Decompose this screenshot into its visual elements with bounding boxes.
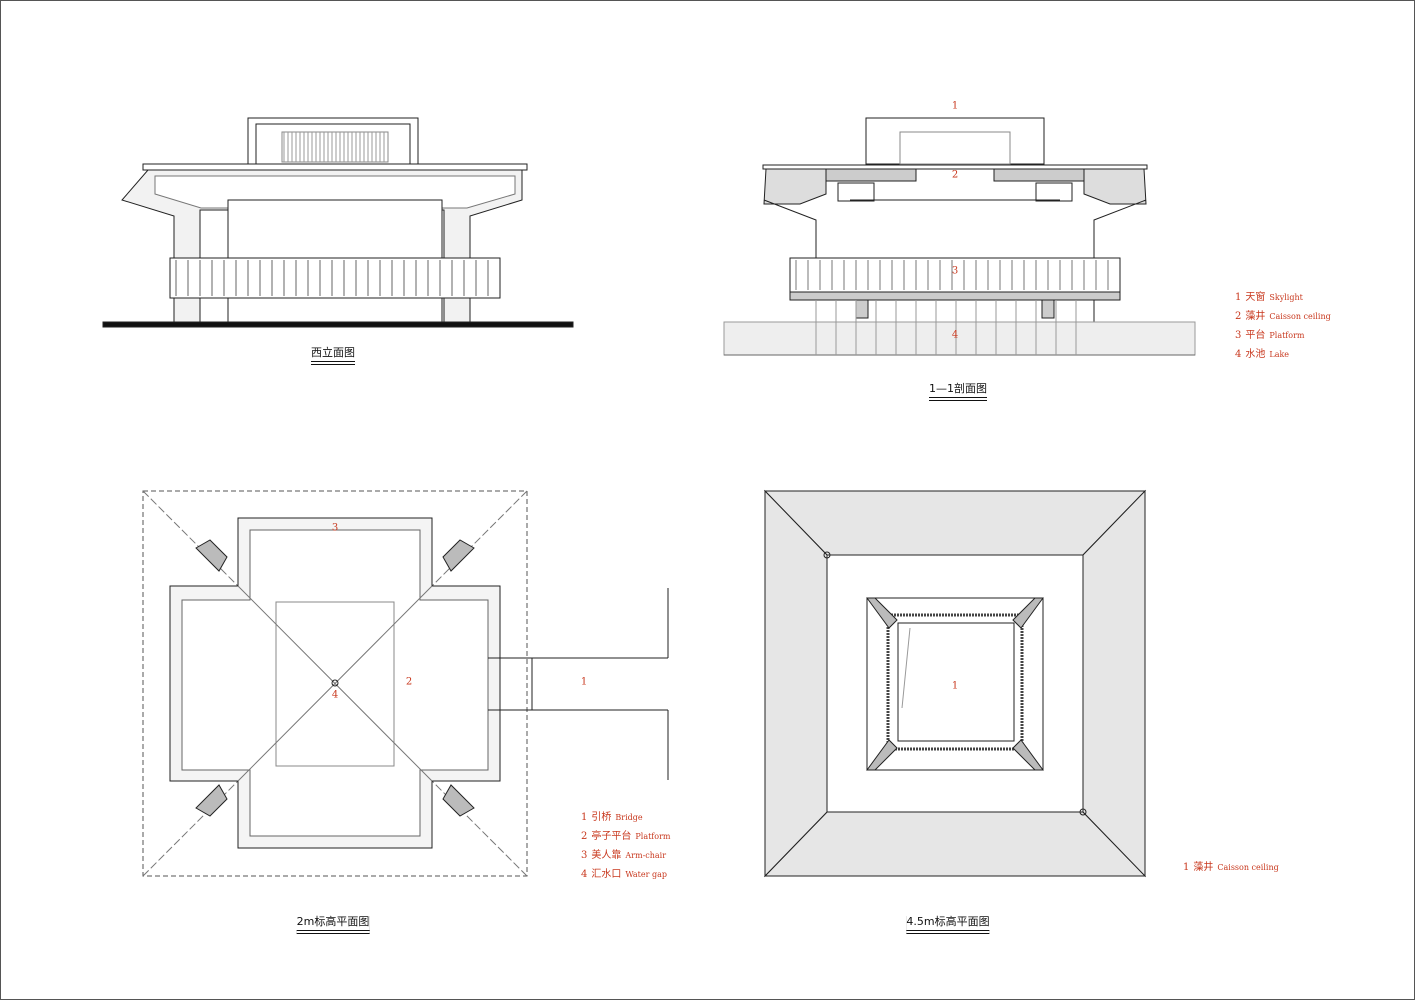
legend-en: Lake <box>1269 350 1290 359</box>
section-marker-3: 3 <box>951 265 959 277</box>
skylight-inner <box>255 123 411 165</box>
plan-4-5m-title: 4.5m标高平面图 <box>906 913 990 931</box>
corner-columns <box>195 539 475 817</box>
plan-2m-marker-2: 2 <box>405 676 413 688</box>
section-marker-1: 1 <box>951 100 959 112</box>
caisson-grill <box>886 613 1024 751</box>
legend-zh: 汇水口 <box>591 869 622 880</box>
legend-n: 2 <box>1235 311 1242 322</box>
caisson-opening <box>897 622 1015 742</box>
legend-zh: 水池 <box>1245 349 1266 360</box>
legend-en: Caisson ceiling <box>1269 312 1331 321</box>
skylight-grill-frame <box>281 131 389 163</box>
piles <box>815 300 1077 355</box>
legend-n: 1 <box>1183 862 1190 873</box>
roof-slope-bottom <box>763 811 1147 877</box>
legend-n: 4 <box>1235 349 1242 360</box>
skylight-grill-section <box>899 131 1011 165</box>
plan-2m-marker-1: 1 <box>580 676 588 688</box>
plan-4-5m-drawing <box>763 489 1147 878</box>
platform-center <box>275 601 395 767</box>
legend-en: Bridge <box>615 813 643 822</box>
section-marker-4: 4 <box>951 329 959 341</box>
drainage-slope-lines <box>237 585 433 782</box>
legend-en: Skylight <box>1269 293 1303 302</box>
skylight-box <box>247 117 419 165</box>
west-elevation-title: 西立面图 <box>311 344 355 362</box>
legend-zh: 引桥 <box>591 812 612 823</box>
legend-n: 2 <box>581 831 588 842</box>
legend-zh: 藻井 <box>1193 862 1214 873</box>
roof-left-section <box>763 168 827 205</box>
legend-en: Caisson ceiling <box>1217 863 1279 872</box>
lake <box>723 321 1196 356</box>
legend-en: Platform <box>1269 331 1305 340</box>
section-marker-2: 2 <box>951 169 959 181</box>
railing-balusters-section <box>795 260 1109 290</box>
water-gap-drain <box>331 679 339 687</box>
roof-right-section <box>1083 168 1147 205</box>
caisson-line <box>901 627 911 709</box>
caisson-outer <box>866 597 1044 771</box>
bridge <box>488 588 669 780</box>
drain-point <box>823 551 831 559</box>
platform-beams <box>855 299 1055 319</box>
section-drawing <box>723 117 1196 356</box>
legend-n: 4 <box>581 869 588 880</box>
legend-zh: 平台 <box>1245 330 1266 341</box>
caisson-corner-braces <box>866 597 1044 771</box>
legend-en: Platform <box>635 832 671 841</box>
west-elevation-drawing <box>102 117 574 328</box>
legend-zh: 天窗 <box>1245 292 1266 303</box>
plan-4-5m-marker-1: 1 <box>951 680 959 692</box>
legend-zh: 藻井 <box>1245 311 1266 322</box>
plan-2m-marker-3: 3 <box>331 522 339 534</box>
legend-zh: 美人靠 <box>591 850 622 861</box>
railing-balusters <box>175 260 489 296</box>
plan-2m-title: 2m标高平面图 <box>296 913 370 931</box>
roof-slope-right <box>1082 489 1146 878</box>
roof-top-section <box>762 164 1148 170</box>
plan-2m-drawing <box>142 490 669 877</box>
ground-line <box>102 321 574 328</box>
roof-outline-dashed <box>142 490 528 877</box>
legend-en: Water gap <box>625 870 667 879</box>
roof-edge <box>142 163 528 171</box>
caisson-beams <box>825 168 1085 182</box>
legend-n: 1 <box>581 812 588 823</box>
legend-n: 3 <box>581 850 588 861</box>
drain-point <box>1079 808 1087 816</box>
skylight-grill <box>283 132 385 162</box>
railing <box>169 257 501 299</box>
roof-slope-left <box>764 489 828 878</box>
section-title: 1—1剖面图 <box>929 380 987 398</box>
skylight-section <box>865 117 1045 165</box>
platform-slab <box>789 291 1121 301</box>
legend-n: 3 <box>1235 330 1242 341</box>
legend-n: 1 <box>1235 292 1242 303</box>
plan-2m-marker-4: 4 <box>331 689 339 701</box>
legend-zh: 亭子平台 <box>591 831 632 842</box>
roof-diagonals <box>142 490 528 877</box>
roof-slope-top <box>763 490 1147 556</box>
legend-en: Arm-chair <box>625 851 667 860</box>
caisson-boxes <box>837 182 1073 202</box>
